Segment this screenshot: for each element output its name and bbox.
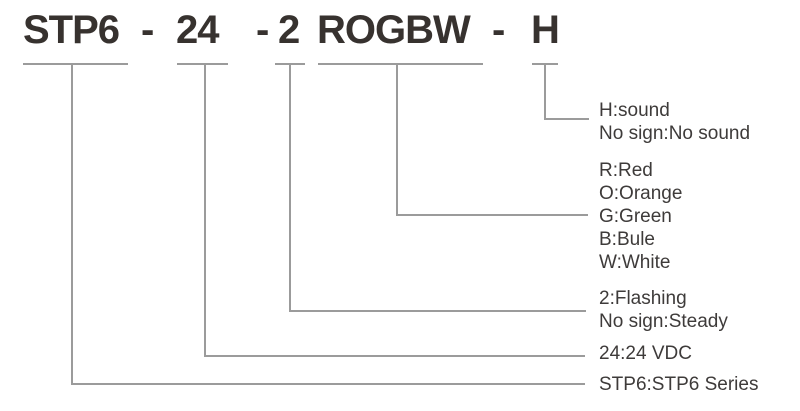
connector-vertical-voltage (204, 63, 206, 357)
model-segment-dash: - (141, 8, 154, 52)
legend-line: O:Orange (599, 183, 683, 204)
model-segment-voltage: 24 (176, 8, 219, 52)
legend-line: G:Green (599, 206, 672, 227)
model-segment-colors: ROGBW (317, 8, 471, 52)
underline-voltage (177, 63, 228, 65)
model-segment-sound: H (531, 8, 560, 52)
legend-line: W:White (599, 252, 671, 273)
model-segment-flashing: 2 (278, 8, 300, 52)
legend-line: 2:Flashing (599, 288, 687, 309)
legend-line: No sign:Steady (599, 311, 728, 332)
connector-horizontal-sound (544, 118, 589, 120)
connector-horizontal-colors (396, 214, 588, 216)
legend-line: STP6:STP6 Series (599, 374, 759, 395)
model-segment-series: STP6 (23, 8, 120, 52)
connector-vertical-colors (396, 63, 398, 216)
connector-horizontal-voltage (204, 355, 585, 357)
legend-series: STP6:STP6 Series (599, 373, 758, 396)
legend-line: H:sound (599, 100, 670, 121)
connector-vertical-sound (544, 63, 546, 120)
underline-series (23, 63, 128, 65)
model-segment-dash: - (256, 8, 269, 52)
connector-horizontal-series (71, 383, 585, 385)
legend-sound: H:sound No sign:No sound (599, 99, 750, 145)
legend-colors: R:Red O:Orange G:Green B:Bule W:White (599, 159, 682, 274)
legend-voltage: 24:24 VDC (599, 342, 692, 365)
legend-line: B:Bule (599, 229, 655, 250)
legend-flashing: 2:Flashing No sign:Steady (599, 287, 728, 333)
underline-colors (318, 63, 483, 65)
connector-vertical-series (71, 63, 73, 385)
legend-line: 24:24 VDC (599, 343, 692, 364)
legend-line: R:Red (599, 160, 653, 181)
model-segment-dash: - (492, 8, 505, 52)
connector-vertical-flashing (289, 63, 291, 312)
connector-horizontal-flashing (289, 310, 586, 312)
legend-line: No sign:No sound (599, 123, 751, 144)
